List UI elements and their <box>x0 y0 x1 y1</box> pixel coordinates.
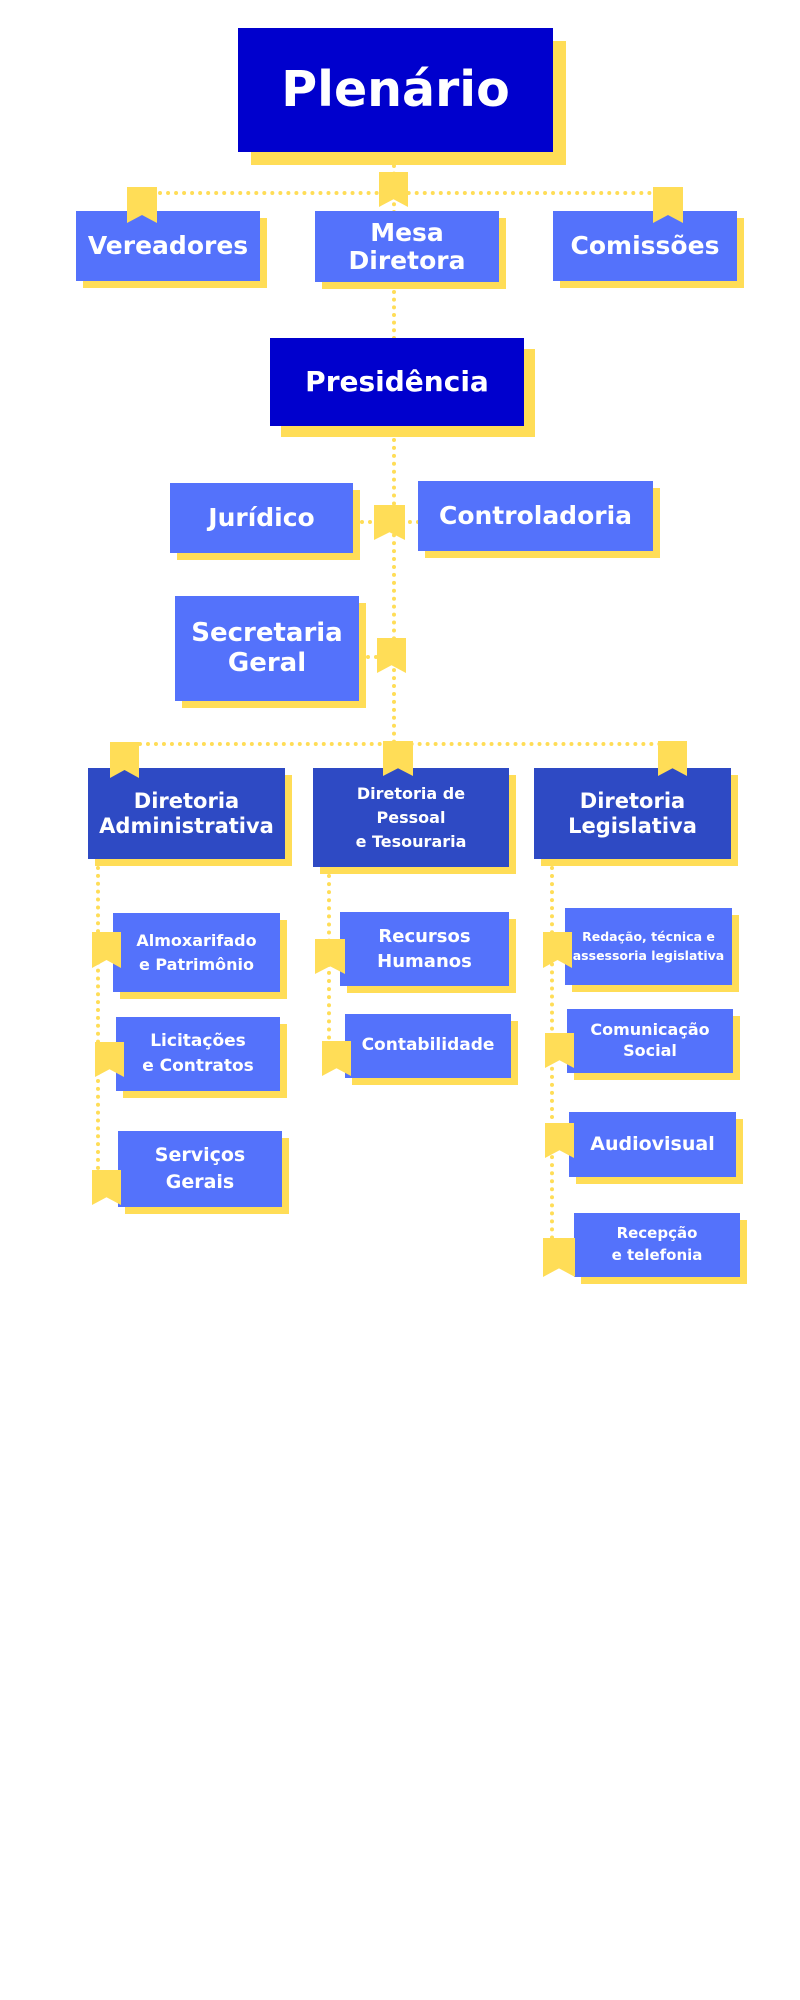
diretoria-pessoal-label: Diretoria de Pessoal e Tesouraria <box>355 783 467 851</box>
connector-pessoal-units <box>327 874 331 1064</box>
comunicacao-social-ribbon-icon <box>545 1033 574 1068</box>
audiovisual-ribbon-icon <box>545 1123 574 1158</box>
presidencia-label: Presidência <box>305 364 489 398</box>
diretoria-pessoal-box[interactable]: Diretoria de Pessoal e Tesouraria <box>313 768 509 867</box>
licitacoes-ribbon-icon <box>95 1042 124 1077</box>
almoxarifado-ribbon-icon <box>92 932 121 968</box>
secretaria-geral-label: Secretaria Geral <box>191 617 343 678</box>
comunicacao-social-box[interactable]: Comunicação Social <box>567 1009 733 1073</box>
comissoes-box[interactable]: Comissões <box>553 211 737 281</box>
recursos-humanos-ribbon-icon <box>315 939 345 974</box>
contabilidade-box[interactable]: Contabilidade <box>345 1014 511 1078</box>
connector-secretaria <box>366 655 386 659</box>
contabilidade-label: Contabilidade <box>361 1035 495 1056</box>
contabilidade-ribbon-icon <box>322 1041 351 1076</box>
diretoria-administrativa-ribbon-icon <box>110 742 139 778</box>
recepcao-ribbon-icon <box>543 1238 575 1277</box>
juridico-box[interactable]: Jurídico <box>170 483 353 553</box>
audiovisual-box[interactable]: Audiovisual <box>569 1112 736 1177</box>
secretaria-ribbon-icon <box>377 638 406 673</box>
presidencia-box[interactable]: Presidência <box>270 338 524 426</box>
vereadores-box[interactable]: Vereadores <box>76 211 260 281</box>
plenario-box[interactable]: Plenário <box>238 28 553 152</box>
plenario-ribbon-icon <box>379 172 408 207</box>
licitacoes-box[interactable]: Licitações e Contratos <box>116 1017 280 1091</box>
servicos-gerais-box[interactable]: Serviços Gerais <box>118 1131 282 1207</box>
audiovisual-label: Audiovisual <box>590 1132 715 1155</box>
recepcao-label: Recepção e telefonia <box>611 1224 703 1264</box>
comissoes-ribbon-icon <box>653 187 683 223</box>
juridico-label: Jurídico <box>208 502 315 532</box>
recursos-humanos-label: Recursos Humanos <box>377 925 472 972</box>
connector-admin-units <box>96 866 100 1186</box>
vereadores-ribbon-icon <box>127 187 157 223</box>
controladoria-box[interactable]: Controladoria <box>418 481 653 551</box>
almoxarifado-label: Almoxarifado e Patrimônio <box>136 931 257 974</box>
connector-mesa-presidencia <box>392 290 396 340</box>
licitacoes-label: Licitações e Contratos <box>142 1031 254 1076</box>
secretaria-geral-box[interactable]: Secretaria Geral <box>175 596 359 701</box>
servicos-gerais-ribbon-icon <box>92 1170 121 1205</box>
connector-presidencia-down <box>392 438 396 744</box>
recursos-humanos-box[interactable]: Recursos Humanos <box>340 912 509 986</box>
diretoria-legislativa-box[interactable]: Diretoria Legislativa <box>534 768 731 859</box>
comissoes-label: Comissões <box>570 230 720 260</box>
diretoria-legislativa-ribbon-icon <box>658 741 687 776</box>
redacao-box[interactable]: Redação, técnica e assessoria legislativ… <box>565 908 732 985</box>
diretoria-legislativa-label: Diretoria Legislativa <box>568 789 697 838</box>
mesa-diretora-label: Mesa Diretora <box>348 218 466 275</box>
redacao-label: Redação, técnica e assessoria legislativ… <box>572 929 725 963</box>
diretoria-pessoal-ribbon-icon <box>383 741 413 776</box>
diretoria-administrativa-label: Diretoria Administrativa <box>99 789 274 838</box>
controladoria-label: Controladoria <box>438 500 633 530</box>
servicos-gerais-label: Serviços Gerais <box>154 1144 246 1193</box>
almoxarifado-box[interactable]: Almoxarifado e Patrimônio <box>113 913 280 992</box>
plenario-label: Plenário <box>281 60 510 118</box>
recepcao-box[interactable]: Recepção e telefonia <box>574 1213 740 1277</box>
diretoria-administrativa-box[interactable]: Diretoria Administrativa <box>88 768 285 859</box>
comunicacao-social-label: Comunicação Social <box>590 1020 710 1060</box>
juridico-controladoria-ribbon-icon <box>374 505 405 540</box>
vereadores-label: Vereadores <box>87 230 249 260</box>
mesa-diretora-box[interactable]: Mesa Diretora <box>315 211 499 282</box>
redacao-ribbon-icon <box>543 932 572 968</box>
